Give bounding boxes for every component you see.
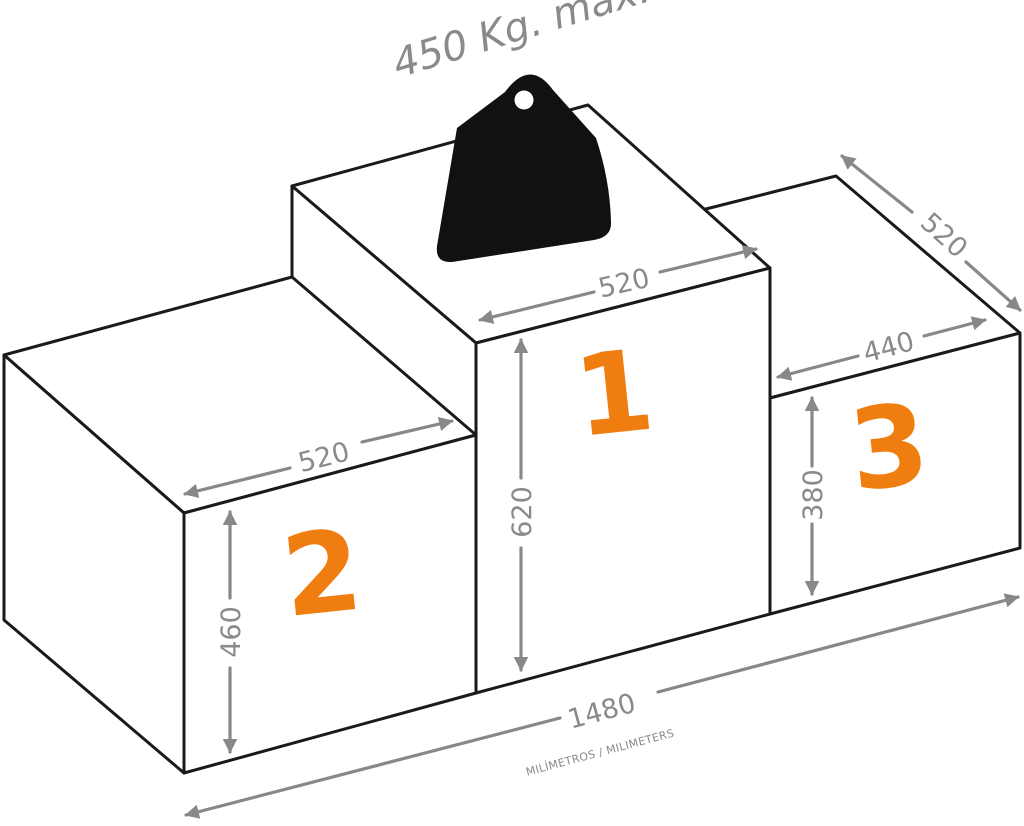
podium-box-third bbox=[700, 174, 1022, 616]
dimension-second-height-label: 460 bbox=[216, 606, 247, 658]
dimension-total-length-label: 1480 bbox=[565, 688, 639, 736]
weight-label: 450 Kg. max. bbox=[387, 0, 655, 88]
dimension-first-height: 620 bbox=[507, 338, 538, 672]
dimension-second-height: 460 bbox=[216, 510, 247, 754]
podium-box-second bbox=[2, 275, 478, 775]
place-number-third: 3 bbox=[843, 379, 934, 516]
dimension-first-height-label: 620 bbox=[507, 486, 538, 538]
dimension-third-height-label: 380 bbox=[798, 469, 829, 521]
place-number-first: 1 bbox=[568, 325, 659, 462]
place-number-second: 2 bbox=[276, 505, 367, 642]
dimension-third-height: 380 bbox=[798, 396, 829, 596]
weight-icon bbox=[436, 74, 612, 263]
units-caption: MILÍMETROS / MILIMETERS bbox=[525, 727, 676, 779]
